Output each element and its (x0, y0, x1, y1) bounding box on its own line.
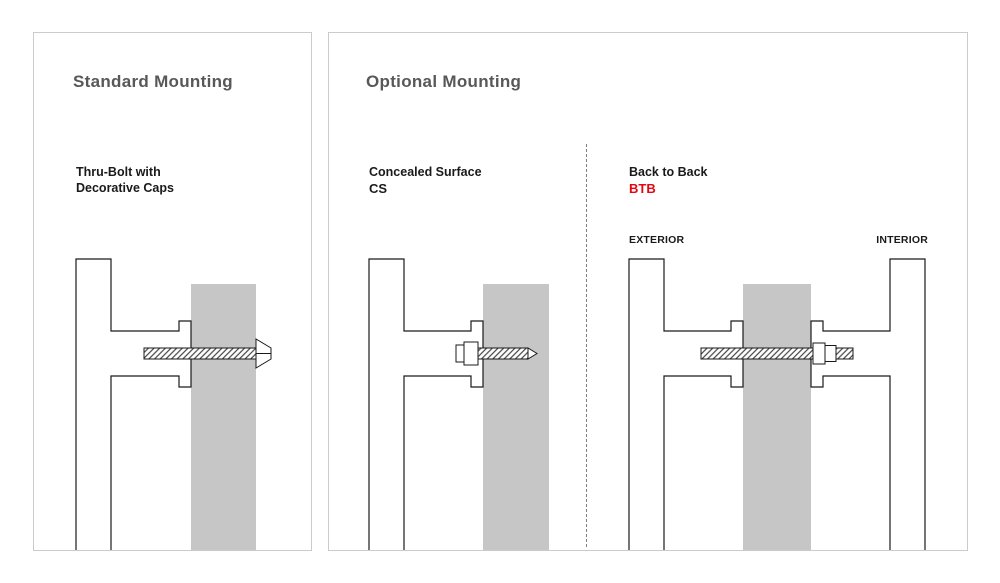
handle-profile (75, 258, 192, 550)
interior-handle-profile (810, 258, 926, 550)
interior-label: INTERIOR (876, 234, 928, 246)
concealed-surface-name: Concealed Surface (369, 165, 482, 179)
door-panel (483, 284, 549, 550)
back-to-back-label: Back to Back BTB (629, 164, 708, 197)
threaded-bolt (143, 347, 257, 360)
connecting-rod (700, 347, 814, 360)
concealed-surface-diagram (368, 258, 549, 550)
rod-nut (812, 342, 826, 365)
rod-nut-small (824, 345, 837, 362)
thru-bolt-method-label: Thru-Bolt with Decorative Caps (76, 164, 174, 196)
thru-bolt-diagram (75, 258, 272, 550)
back-to-back-name: Back to Back (629, 165, 708, 179)
screw-collar (463, 341, 479, 366)
back-to-back-code: BTB (629, 181, 656, 196)
screw-collar-small (455, 344, 465, 363)
screw-tip (527, 347, 538, 360)
door-panel (743, 284, 811, 550)
side-labels: EXTERIOR INTERIOR (629, 234, 928, 246)
thru-bolt-label-line1: Thru-Bolt with (76, 165, 161, 179)
concealed-surface-label: Concealed Surface CS (369, 164, 482, 197)
exterior-handle-profile (628, 258, 744, 550)
standard-mounting-panel: Standard Mounting Thru-Bolt with Decorat… (33, 32, 312, 551)
connecting-rod-stub (835, 347, 854, 360)
optional-mounting-panel: Optional Mounting Concealed Surface CS (328, 32, 968, 551)
set-screw (477, 347, 529, 360)
optional-mounting-title: Optional Mounting (366, 72, 522, 91)
concealed-surface-code: CS (369, 181, 388, 196)
standard-mounting-title: Standard Mounting (73, 72, 233, 91)
thru-bolt-label-line2: Decorative Caps (76, 181, 174, 195)
door-panel (191, 284, 256, 550)
back-to-back-diagram (628, 258, 926, 550)
handle-profile (368, 258, 484, 550)
cs-btb-divider (586, 144, 587, 547)
exterior-label: EXTERIOR (629, 234, 685, 246)
